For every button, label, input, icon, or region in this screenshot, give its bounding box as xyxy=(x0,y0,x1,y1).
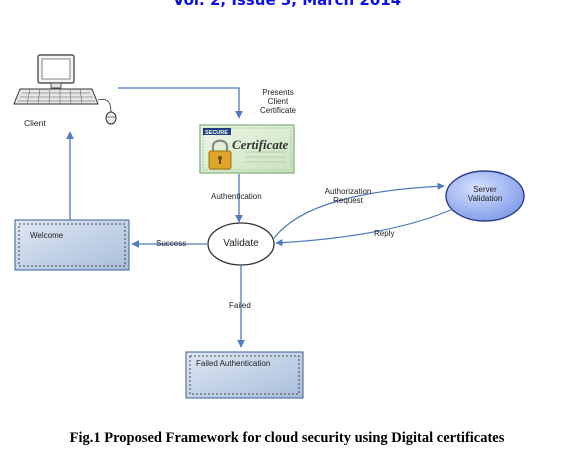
client-to-certificate-arrow xyxy=(118,87,243,119)
welcome-label: Welcome xyxy=(30,231,64,240)
authentication-label: Authentication xyxy=(211,192,262,201)
validate-label: Validate xyxy=(223,238,259,249)
failed-authentication-label: Failed Authentication xyxy=(196,359,271,368)
reply-label: Reply xyxy=(374,229,395,238)
certificate-script-text: Certificate xyxy=(232,137,289,152)
journal-header: Vol. 2, Issue 3, March 2014 xyxy=(172,0,402,9)
client-label: Client xyxy=(24,118,46,128)
authorization-label: Authorization xyxy=(324,187,372,196)
request-label: Request xyxy=(333,196,363,205)
client-computer-icon xyxy=(13,54,117,125)
welcome-box xyxy=(14,219,130,271)
figure-caption: Fig.1 Proposed Framework for cloud secur… xyxy=(69,430,505,446)
success-label: Success xyxy=(156,239,187,248)
server-label: Server xyxy=(473,185,497,194)
certificate-icon xyxy=(199,124,295,174)
certificate-note-label: Certificate xyxy=(259,106,296,115)
presents-label: Presents xyxy=(262,88,294,97)
reply-arrow xyxy=(275,208,454,247)
server-validation-node xyxy=(445,170,525,222)
client-note-label: Client xyxy=(267,97,289,106)
failed-authentication-box xyxy=(185,351,304,399)
authorization-request-arrow xyxy=(273,182,445,239)
failed-label: Failed xyxy=(229,301,251,310)
certificate-secure-text: SECURE xyxy=(205,130,228,136)
validation-label: Validation xyxy=(467,194,503,203)
